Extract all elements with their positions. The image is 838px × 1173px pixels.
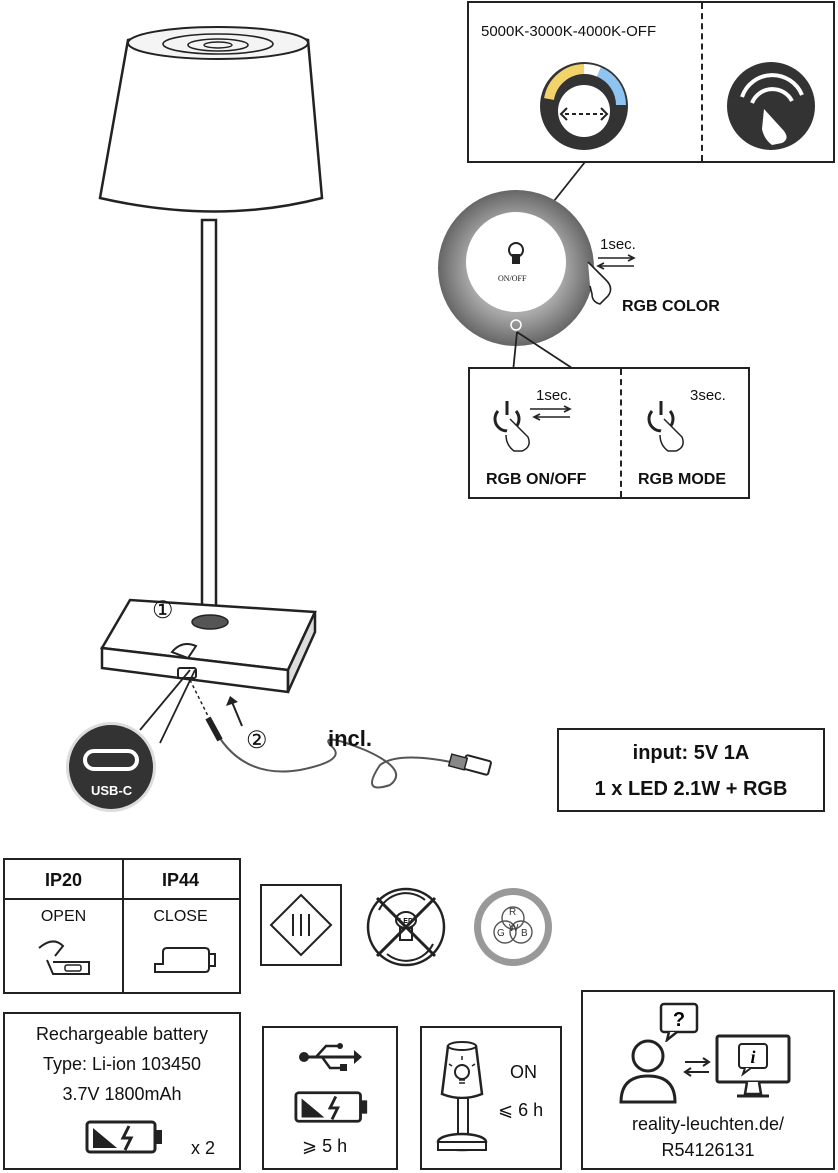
ip-rating-table: IP20 IP44 OPEN CLOSE bbox=[3, 858, 241, 994]
specs-box: input: 5V 1A 1 x LED 2.1W + RGB bbox=[557, 728, 825, 812]
svg-text:i: i bbox=[750, 1047, 755, 1067]
step-1-label: ① bbox=[152, 597, 174, 624]
runtime-box: ON ⩽ 6 h bbox=[420, 1026, 562, 1170]
class-iii-icon bbox=[269, 893, 333, 957]
rgb-color-label: RGB COLOR bbox=[622, 298, 720, 315]
battery-box: Rechargeable battery Type: Li-ion 103450… bbox=[3, 1012, 241, 1170]
panel-divider bbox=[701, 3, 703, 161]
table-divider-v bbox=[122, 860, 124, 992]
close-label: CLOSE bbox=[153, 908, 208, 925]
battery-count: x 2 bbox=[191, 1138, 216, 1158]
computer-info-icon: i bbox=[715, 1034, 791, 1098]
class-iii-symbol-box bbox=[260, 884, 342, 966]
color-temp-panel: 5000K-3000K-4000K-OFF bbox=[467, 1, 835, 163]
ring-center-label: ON/OFF bbox=[498, 274, 527, 283]
usb-c-label: USB-C bbox=[91, 783, 133, 798]
color-temp-touch-icon bbox=[540, 62, 628, 150]
swipe-arrows-icon bbox=[596, 254, 636, 270]
battery-icon bbox=[85, 1120, 162, 1154]
usb-c-lines bbox=[139, 669, 196, 744]
touch-gesture-icon bbox=[727, 62, 815, 150]
exchange-arrows-icon bbox=[683, 1057, 711, 1077]
ring-hold-time: 1sec. bbox=[600, 236, 636, 253]
usb-c-port-icon bbox=[83, 749, 139, 771]
question-bubble-icon: ? bbox=[659, 1002, 699, 1042]
ip44-header: IP44 bbox=[161, 870, 200, 890]
svg-text:?: ? bbox=[673, 1009, 685, 1031]
rgb-control-panel: 1sec. RGB ON/OFF 3sec. RGB MODE bbox=[468, 367, 750, 499]
usb-cable-illustration bbox=[189, 679, 492, 789]
charge-time-value: ⩾ 5 h bbox=[302, 1136, 348, 1156]
callout-line-2 bbox=[512, 331, 576, 373]
rgb-mode-time: 3sec. bbox=[690, 387, 726, 404]
runtime-value: ⩽ 6 h bbox=[498, 1100, 544, 1120]
color-temp-label: 5000K-3000K-4000K-OFF bbox=[481, 23, 657, 40]
info-code: R54126131 bbox=[661, 1140, 755, 1160]
open-label: OPEN bbox=[40, 908, 87, 925]
rgb-mode-label: RGB MODE bbox=[638, 471, 726, 488]
included-label: incl. bbox=[328, 726, 373, 751]
step-2-label: ② bbox=[246, 727, 268, 754]
rgbw-letter-w: W bbox=[509, 923, 519, 934]
rgbw-letter-r: R bbox=[509, 907, 517, 918]
power-touch-icon-2 bbox=[647, 401, 684, 452]
ip20-header: IP20 bbox=[44, 870, 83, 890]
usb-icon bbox=[299, 1043, 362, 1071]
info-url: reality-leuchten.de/ bbox=[631, 1114, 785, 1134]
svg-text:LED: LED bbox=[399, 918, 413, 925]
rgbw-icon bbox=[474, 888, 552, 966]
lamp-on-icon bbox=[436, 1041, 488, 1152]
port-closed-icon bbox=[154, 947, 216, 973]
rgb-onoff-time: 1sec. bbox=[536, 387, 572, 404]
power-touch-icon bbox=[493, 401, 572, 452]
port-open-icon bbox=[38, 940, 90, 975]
person-icon bbox=[619, 1039, 677, 1104]
input-spec: input: 5V 1A bbox=[632, 742, 750, 764]
touch-ring-illustration bbox=[438, 190, 594, 346]
hand-pointer-icon bbox=[587, 261, 612, 305]
battery-charging-icon bbox=[294, 1091, 368, 1123]
lamp-illustration bbox=[98, 26, 324, 694]
non-replaceable-led-icon: LED bbox=[366, 887, 446, 967]
rgb-onoff-label: RGB ON/OFF bbox=[486, 471, 587, 488]
rgbw-letter-g: G bbox=[497, 928, 505, 939]
battery-type: Type: Li-ion 103450 bbox=[42, 1054, 202, 1074]
battery-title: Rechargeable battery bbox=[35, 1024, 209, 1044]
charge-time-box: ⩾ 5 h bbox=[262, 1026, 398, 1170]
insert-arrow-icon bbox=[226, 696, 243, 727]
led-spec: 1 x LED 2.1W + RGB bbox=[594, 778, 788, 800]
info-box: ? i reality-leuchten.de/ R54126131 bbox=[581, 990, 835, 1170]
runtime-state: ON bbox=[510, 1062, 537, 1082]
rgbw-letter-b: B bbox=[521, 928, 528, 939]
panel-divider bbox=[620, 369, 622, 497]
usb-c-badge: USB-C bbox=[66, 722, 156, 812]
battery-capacity: 3.7V 1800mAh bbox=[62, 1084, 182, 1104]
